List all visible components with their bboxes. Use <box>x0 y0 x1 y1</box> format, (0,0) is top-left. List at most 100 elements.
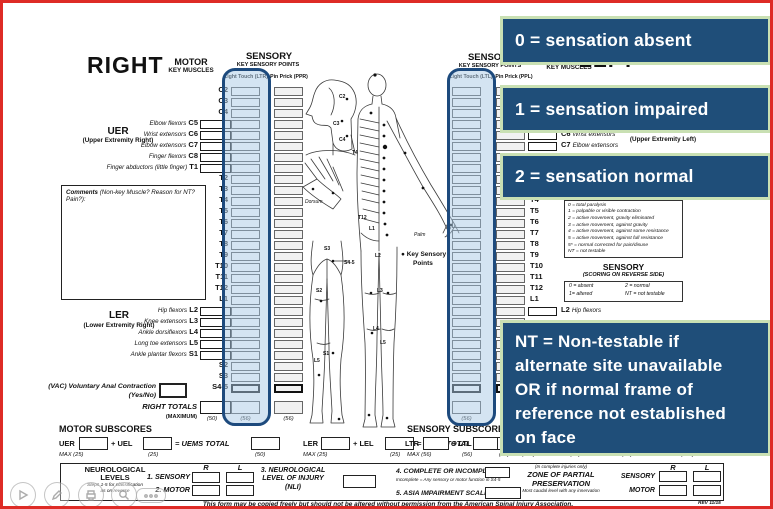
dermatome-label: L1 <box>369 226 375 232</box>
play-icon <box>19 489 29 501</box>
muscle-row-right: Wrist extensors C6 <box>23 130 198 139</box>
max25-1: MAX (25) <box>59 452 84 458</box>
sensory-cell-ppr <box>274 296 303 305</box>
level-label: C6 <box>561 129 573 138</box>
sensory-cell-ppr <box>274 230 303 239</box>
muscle-name: Ankle dorsiflexors <box>138 329 188 336</box>
ltr-column-highlight <box>222 68 271 426</box>
sensory-cell-ppr <box>274 175 303 184</box>
vac-label-2: (Yes/No) <box>128 392 156 399</box>
uel-sub-box <box>143 437 172 450</box>
sensory-cell-ppr <box>274 373 303 382</box>
motor-scale-line: 5 = active movement, against full resist… <box>568 236 664 241</box>
sensory-cell-ppr <box>274 186 303 195</box>
sensory-cell-ppr <box>274 87 303 96</box>
muscle-name: Ankle plantar flexors <box>130 351 187 358</box>
sensory-cell-ppr <box>274 131 303 140</box>
uer-sub-label: UER <box>59 439 75 448</box>
zpp-post: Most caudal level with any innervation <box>522 488 600 493</box>
sensory-cell-ppl <box>496 274 525 283</box>
level-label: C6 <box>186 129 198 138</box>
palm-label: Palm <box>414 232 426 238</box>
sensory-cell-ppl <box>496 285 525 294</box>
motor-scale-line: 5* = normal corrected for pain/disuse <box>568 242 649 248</box>
body-diagram <box>302 73 460 428</box>
key-sensory-header-right: KEY SENSORY POINTS <box>236 62 300 68</box>
level-label-right: T12 <box>153 284 228 292</box>
neuro-levels-1: NEUROLOGICAL <box>84 465 146 474</box>
muscle-name: Elbow flexors <box>149 120 187 127</box>
level-label-left: T7 <box>530 228 539 237</box>
nli-3: (NLI) <box>285 484 301 491</box>
sensory-cell-ppr <box>274 340 303 349</box>
print-button[interactable] <box>78 482 104 506</box>
class-motor-l-box <box>226 485 254 496</box>
callout-nt-nontestable: NT = Non-testable if alternate site unav… <box>500 320 770 456</box>
more-button[interactable] <box>136 488 166 503</box>
zpp-motor-l-box <box>693 485 721 496</box>
level-label: T1 <box>187 162 198 171</box>
muscle-name: Long toe extensors <box>134 340 188 347</box>
class-sensory-label: 1. SENSORY <box>146 472 190 481</box>
muscle-name: Elbow extensors <box>140 142 187 149</box>
dermatome-label: T12 <box>358 215 367 221</box>
sensory-cell-ppr <box>274 142 303 151</box>
key-sensory-points-legend-2: Points <box>413 260 433 267</box>
ltr-sub-box <box>423 437 449 450</box>
ler-sub-box <box>321 437 350 450</box>
zpp-r-header: R <box>670 463 676 472</box>
dermatome-label: L2 <box>375 253 381 259</box>
callout-sensation-absent: 0 = sensation absent <box>500 16 770 65</box>
sensory-scale-subtitle: (SCORING ON REVERSE SIDE) <box>582 272 665 278</box>
muscle-name: Elbow extensors <box>572 142 619 149</box>
sensory-cell-ppr <box>274 384 303 393</box>
zoom-button[interactable] <box>111 482 137 506</box>
class-l-header: L <box>237 463 243 472</box>
level-label-left: T11 <box>530 272 543 281</box>
magnifier-icon <box>119 490 129 500</box>
sensory-cell-ppr <box>274 252 303 261</box>
motor-header: MOTOR <box>174 57 208 67</box>
right-title: RIGHT <box>87 52 164 78</box>
max-50: (50) <box>206 416 218 422</box>
nli-1: 3. NEUROLOGICAL <box>260 467 326 474</box>
class-r-header: R <box>203 463 209 472</box>
sensory-scale-item: 0 = absent <box>569 283 594 289</box>
ais-box <box>485 487 521 499</box>
level-label-left: T8 <box>530 239 539 248</box>
play-button[interactable] <box>10 482 36 506</box>
sensory-cell-ppr <box>274 351 303 360</box>
sensory-cell-ppr <box>274 241 303 250</box>
uems-label: = UEMS TOTAL <box>175 439 230 448</box>
class-motor-r-box <box>192 485 220 496</box>
callout-sensation-normal: 2 = sensation normal <box>500 153 770 200</box>
zpp-sensory-label: SENSORY <box>620 473 655 480</box>
annotate-button[interactable] <box>44 482 70 506</box>
sensory-cell-ppl <box>496 307 525 316</box>
pencil-icon <box>51 490 62 501</box>
sensory-cell-ppl <box>496 263 525 272</box>
sensory-cell-ppr <box>274 153 303 162</box>
neuro-levels-2: LEVELS <box>100 473 130 482</box>
p25-2: (25) <box>390 452 401 458</box>
comments-box: Comments (Non-key Muscle? Reason for NT?… <box>61 185 206 300</box>
sensory-cell-ppr <box>274 98 303 107</box>
printer-icon <box>86 490 96 501</box>
level-label-left: T9 <box>530 250 539 259</box>
p25-1: (25) <box>148 452 159 458</box>
dorsum-label: Dorsum <box>305 199 323 205</box>
motor-scale-line: 3 = active movement, against gravity <box>568 222 648 228</box>
sensory-cell-ppl <box>496 252 525 261</box>
muscle-row-left: C7 Elbow extensors <box>561 141 618 150</box>
sensory-cell-ppr <box>274 208 303 217</box>
max56-1: MAX (56) <box>407 452 432 458</box>
muscle-name: Wrist extensors <box>572 131 616 138</box>
muscle-row-right: Elbow flexors C5 <box>23 119 198 128</box>
dermatome-label: C2 <box>339 94 346 100</box>
level-label: S1 <box>186 349 198 358</box>
sensory-scale-title: SENSORY <box>602 262 645 272</box>
sensory-cell-ppr <box>274 164 303 173</box>
ler-full: (Lower Extremity Right) <box>83 322 155 329</box>
complete-box <box>485 467 510 478</box>
